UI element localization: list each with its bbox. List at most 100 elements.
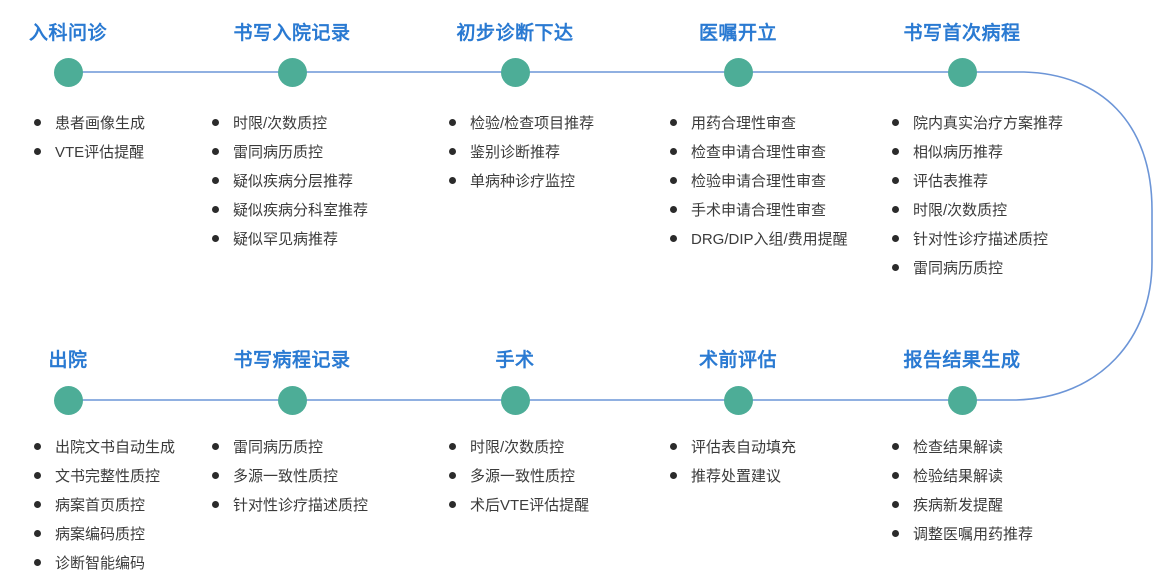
stage-title: 书写入院记录 (233, 23, 351, 44)
list-item: 雷同病历质控 (212, 137, 368, 166)
bullet-icon (212, 206, 219, 213)
list-item-label: 雷同病历质控 (913, 260, 1004, 277)
list-item-label: VTE评估提醒 (55, 144, 145, 161)
list-item: DRG/DIP入组/费用提醒 (670, 224, 848, 253)
list-item: 检验结果解读 (892, 461, 1033, 490)
list-item: VTE评估提醒 (34, 137, 145, 166)
stage-item-list: 患者画像生成 VTE评估提醒 (34, 108, 145, 166)
list-item-label: 鉴别诊断推荐 (470, 144, 561, 161)
bullet-icon (34, 472, 41, 479)
list-item: 疾病新发提醒 (892, 490, 1033, 519)
list-item: 雷同病历质控 (212, 432, 368, 461)
list-item-label: 多源一致性质控 (233, 468, 339, 485)
stage-title: 书写病程记录 (233, 350, 351, 371)
stage-title: 书写首次病程 (903, 23, 1021, 44)
stage-dot (500, 57, 530, 87)
list-item-label: 用药合理性审查 (691, 115, 797, 132)
stage-item-list: 检查结果解读检验结果解读疾病新发提醒调整医嘱用药推荐 (892, 432, 1033, 548)
bullet-icon (670, 472, 677, 479)
list-item-label: 时限/次数质控 (470, 439, 565, 456)
bullet-icon (892, 235, 899, 242)
list-item: 针对性诊疗描述质控 (892, 224, 1063, 253)
stage-title: 初步诊断下达 (456, 23, 574, 44)
bullet-icon (212, 119, 219, 126)
list-item: 评估表推荐 (892, 166, 1063, 195)
bullet-icon (892, 443, 899, 450)
stage-item-list: 检验/检查项目推荐鉴别诊断推荐单病种诊疗监控 (449, 108, 594, 195)
list-item-label: 雷同病历质控 (233, 144, 324, 161)
bullet-icon (212, 177, 219, 184)
list-item-label: 相似病历推荐 (913, 144, 1004, 161)
list-item-label: 检验申请合理性审查 (691, 173, 827, 190)
bullet-icon (212, 235, 219, 242)
stage-item-list: 时限/次数质控雷同病历质控疑似疾病分层推荐疑似疾病分科室推荐疑似罕见病推荐 (212, 108, 368, 253)
bullet-icon (449, 177, 456, 184)
list-item: 病案首页质控 (34, 490, 175, 519)
list-item-label: 检查结果解读 (913, 439, 1004, 456)
list-item-label: 单病种诊疗监控 (470, 173, 576, 190)
list-item: 检查申请合理性审查 (670, 137, 848, 166)
bullet-icon (449, 148, 456, 155)
bullet-icon (892, 530, 899, 537)
list-item-label: 雷同病历质控 (233, 439, 324, 456)
stage-dot (277, 57, 307, 87)
list-item: 患者画像生成 (34, 108, 145, 137)
stage-dot (277, 385, 307, 415)
list-item-label: 疑似罕见病推荐 (233, 231, 339, 248)
stage-item-list: 评估表自动填充推荐处置建议 (670, 432, 796, 490)
bullet-icon (449, 443, 456, 450)
list-item: 疑似疾病分层推荐 (212, 166, 368, 195)
list-item: 评估表自动填充 (670, 432, 796, 461)
stage-title: 术前评估 (698, 350, 778, 371)
list-item: 疑似疾病分科室推荐 (212, 195, 368, 224)
list-item: 针对性诊疗描述质控 (212, 490, 368, 519)
list-item: 诊断智能编码 (34, 548, 175, 577)
stage-item-list: 雷同病历质控多源一致性质控针对性诊疗描述质控 (212, 432, 368, 519)
bullet-icon (892, 206, 899, 213)
bullet-icon (212, 501, 219, 508)
list-item-label: 评估表自动填充 (691, 439, 797, 456)
bullet-icon (892, 501, 899, 508)
list-item: 相似病历推荐 (892, 137, 1063, 166)
list-item: 多源一致性质控 (212, 461, 368, 490)
stage-dot (723, 57, 753, 87)
list-item-label: 文书完整性质控 (55, 468, 161, 485)
bullet-icon (892, 264, 899, 271)
list-item: 时限/次数质控 (892, 195, 1063, 224)
list-item: 鉴别诊断推荐 (449, 137, 594, 166)
stage-item-list: 时限/次数质控多源一致性质控术后VTE评估提醒 (449, 432, 589, 519)
list-item: 检验申请合理性审查 (670, 166, 848, 195)
bullet-icon (892, 177, 899, 184)
bullet-icon (34, 443, 41, 450)
list-item-label: 院内真实治疗方案推荐 (913, 115, 1064, 132)
bullet-icon (212, 443, 219, 450)
list-item-label: 针对性诊疗描述质控 (233, 497, 369, 514)
list-item-label: 患者画像生成 (55, 115, 146, 132)
list-item: 雷同病历质控 (892, 253, 1063, 282)
stage-dot (723, 385, 753, 415)
bullet-icon (212, 148, 219, 155)
bullet-icon (670, 148, 677, 155)
list-item-label: 多源一致性质控 (470, 468, 576, 485)
stage-item-list: 出院文书自动生成文书完整性质控病案首页质控病案编码质控诊断智能编码 (34, 432, 175, 577)
bullet-icon (34, 530, 41, 537)
stage-dot (53, 57, 83, 87)
list-item: 时限/次数质控 (449, 432, 589, 461)
list-item-label: 检验/检查项目推荐 (470, 115, 595, 132)
bullet-icon (449, 472, 456, 479)
bullet-icon (449, 119, 456, 126)
bullet-icon (34, 119, 41, 126)
list-item: 检验/检查项目推荐 (449, 108, 594, 137)
list-item-label: 出院文书自动生成 (55, 439, 176, 456)
list-item-label: DRG/DIP入组/费用提醒 (691, 231, 848, 248)
bullet-icon (670, 235, 677, 242)
list-item-label: 诊断智能编码 (55, 555, 146, 572)
stage-dot (947, 385, 977, 415)
list-item-label: 疑似疾病分科室推荐 (233, 202, 369, 219)
bullet-icon (34, 148, 41, 155)
list-item: 疑似罕见病推荐 (212, 224, 368, 253)
list-item: 单病种诊疗监控 (449, 166, 594, 195)
stage-title: 出院 (48, 350, 88, 371)
stage-title: 入科问诊 (28, 23, 108, 44)
